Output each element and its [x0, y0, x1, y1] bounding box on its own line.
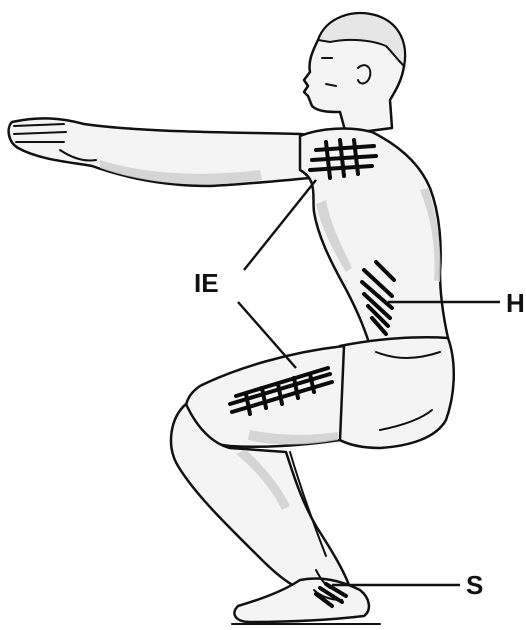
label-h: H	[506, 288, 525, 318]
ie-leader-shoulder	[244, 180, 316, 270]
ie-leader-thigh	[238, 302, 296, 368]
human-figure	[9, 13, 454, 624]
label-ie: IE	[194, 268, 219, 298]
label-s: S	[466, 570, 483, 600]
